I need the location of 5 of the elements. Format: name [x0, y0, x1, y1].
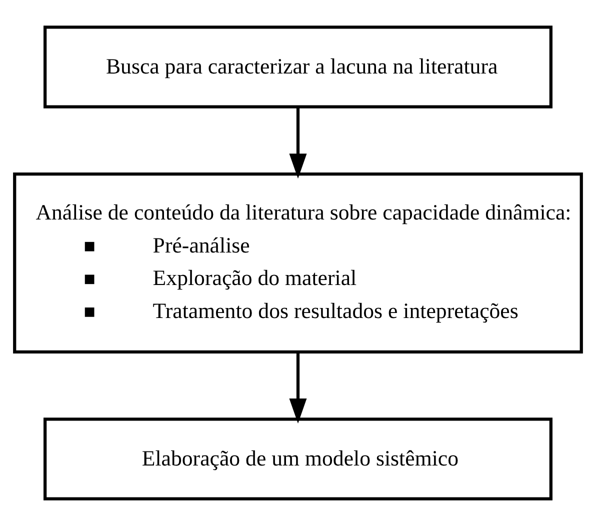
arrow — [289, 107, 307, 179]
node-box: Elaboração de um modelo sistêmico — [44, 418, 552, 500]
arrow — [289, 352, 307, 424]
node-box: Busca para caracterizar a lacuna na literatura — [44, 26, 552, 108]
node-box: Análise de conteúdo da literatura sobre capacidade dinâmica: Pré-análise Exploração do material Tratamento dos resultados e intepretações — [13, 172, 583, 354]
